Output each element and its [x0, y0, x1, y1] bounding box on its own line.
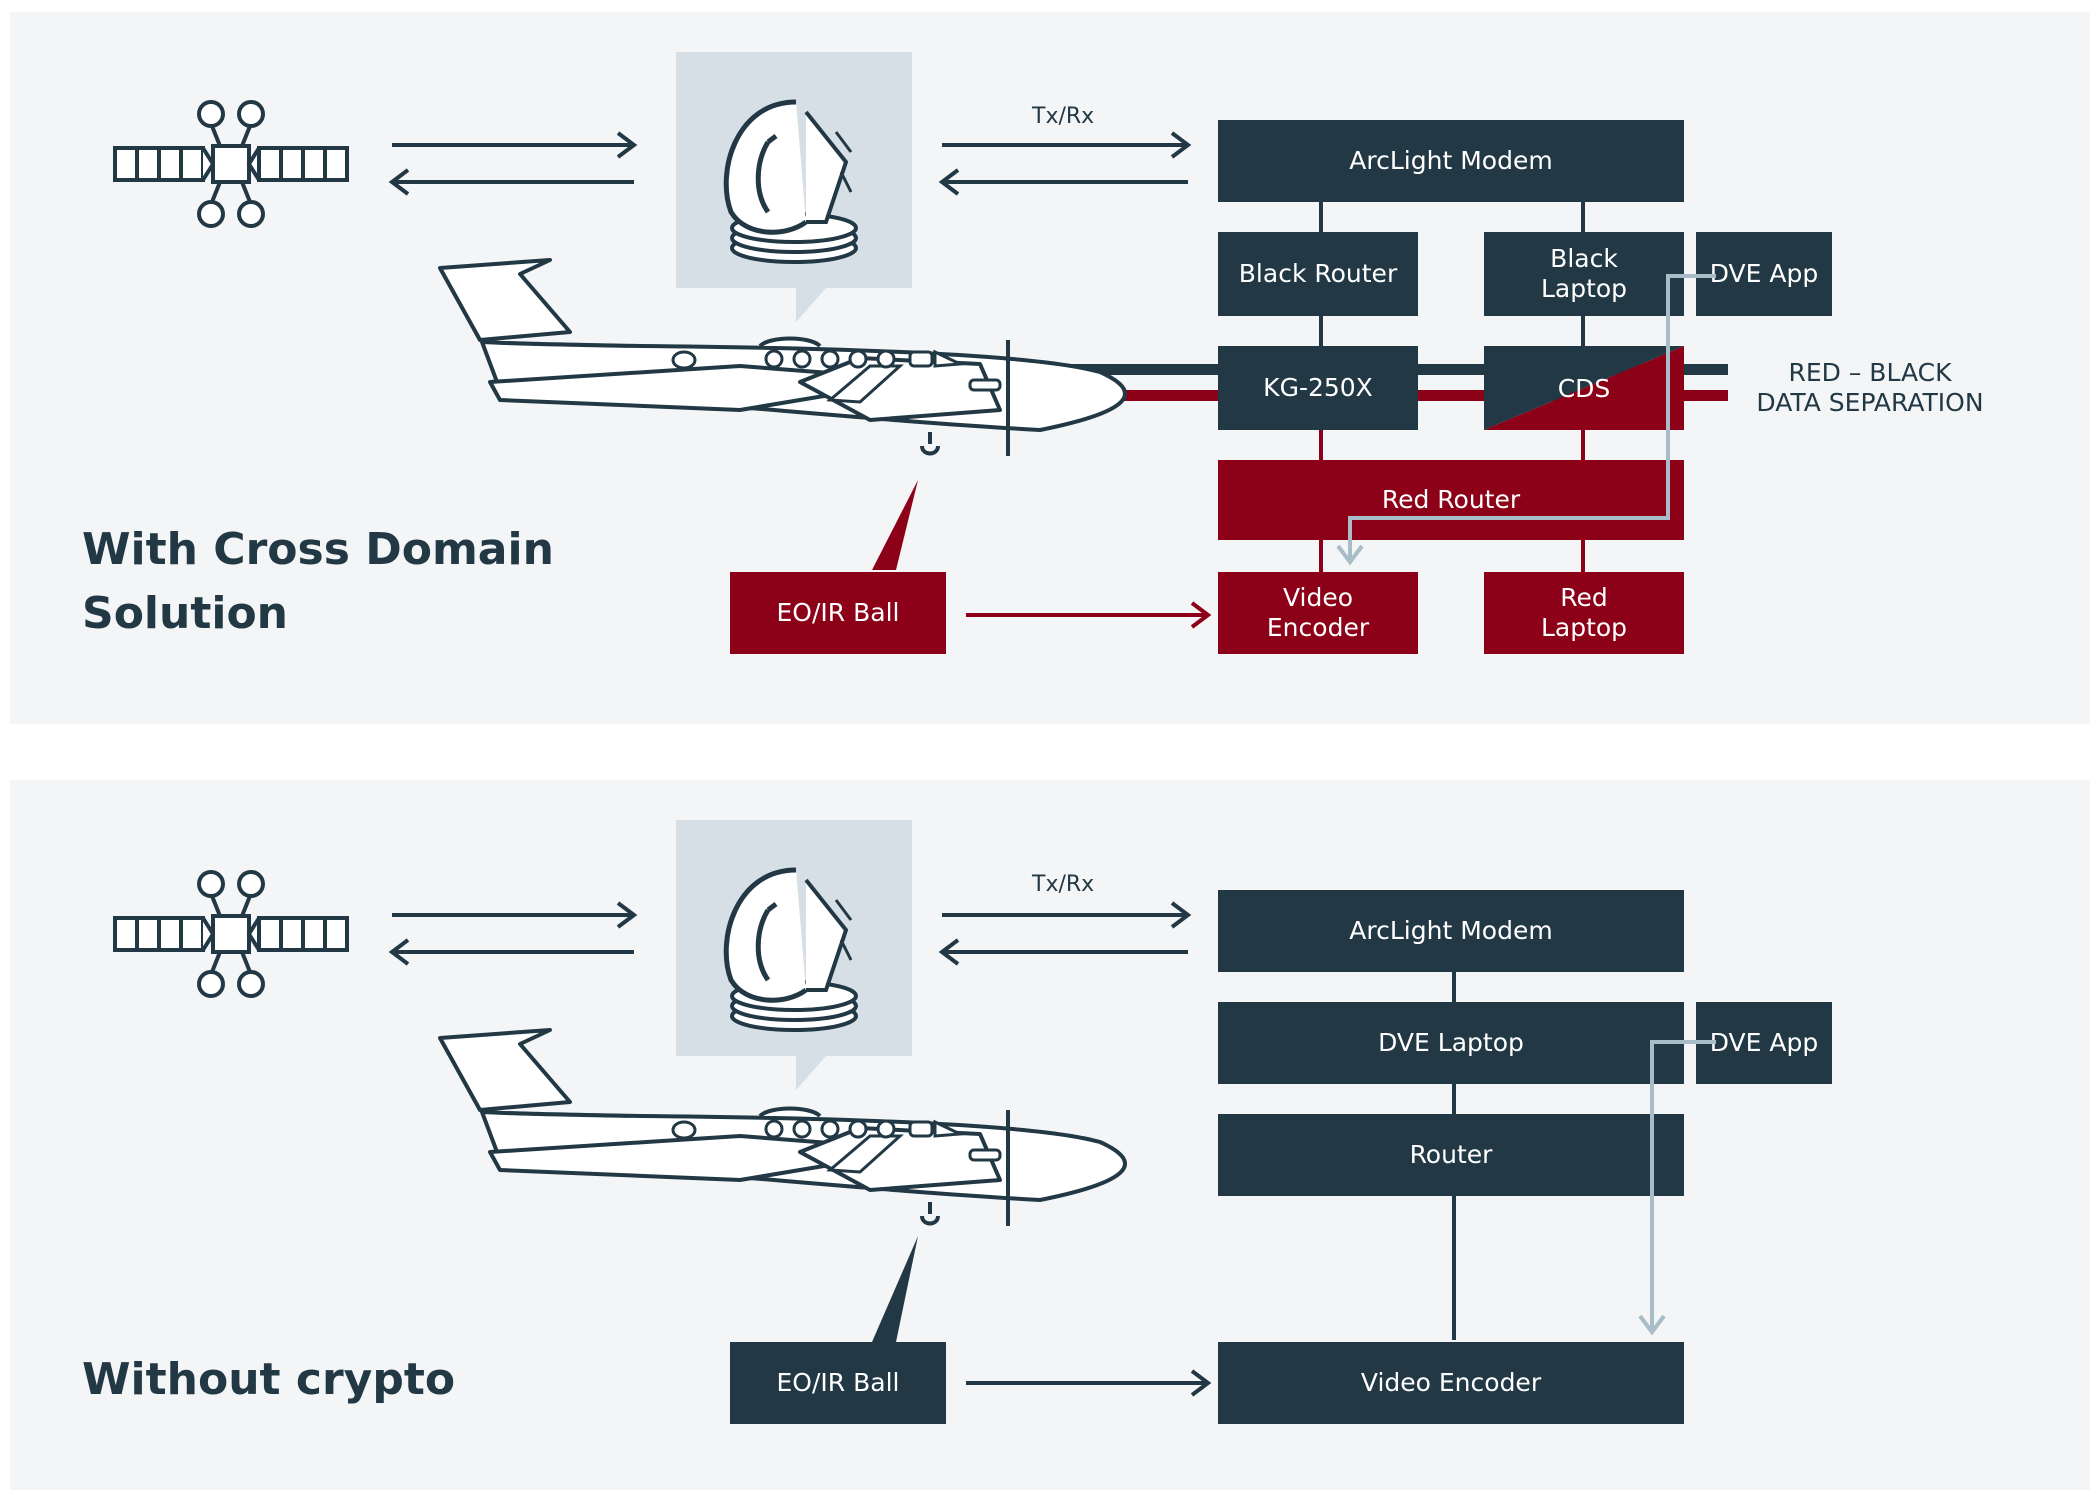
satellite-icon-bottom: [113, 870, 349, 998]
tx-rx-label-bottom: Tx/Rx: [1032, 872, 1095, 897]
eo-ir-ball-box-bottom: EO/IR Ball: [730, 1342, 946, 1424]
black-router-box: Black Router: [1218, 232, 1418, 316]
title-without-crypto: Without crypto: [82, 1354, 456, 1405]
dve-app-box-bottom: DVE App: [1696, 1002, 1832, 1084]
satcom-antenna-icon-bottom: [676, 820, 912, 1090]
title-with-cds: With Cross Domain Solution: [82, 524, 554, 639]
red-laptop-box: Red Laptop: [1484, 572, 1684, 654]
arclight-modem-box-bottom: ArcLight Modem: [1218, 890, 1684, 972]
eo-ir-ball-box: EO/IR Ball: [730, 572, 946, 654]
video-encoder-box-bottom: Video Encoder: [1218, 1342, 1684, 1424]
dve-laptop-box: DVE Laptop: [1218, 1002, 1684, 1084]
satellite-icon: [113, 100, 349, 228]
satcom-antenna-icon: [676, 52, 912, 322]
aircraft-icon-bottom: [438, 1028, 1127, 1228]
kg-250x-box: KG-250X: [1218, 346, 1418, 430]
cds-label: CDS: [1557, 373, 1611, 403]
router-box: Router: [1218, 1114, 1684, 1196]
tx-rx-label: Tx/Rx: [1032, 104, 1095, 129]
video-encoder-box: Video Encoder: [1218, 572, 1418, 654]
dve-app-box: DVE App: [1696, 232, 1832, 316]
aircraft-icon: [438, 258, 1127, 458]
black-laptop-box: Black Laptop: [1484, 232, 1684, 316]
arclight-modem-box: ArcLight Modem: [1218, 120, 1684, 202]
red-router-box: Red Router: [1218, 460, 1684, 540]
red-black-separation-label: RED – BLACK DATA SEPARATION: [1756, 358, 1984, 417]
